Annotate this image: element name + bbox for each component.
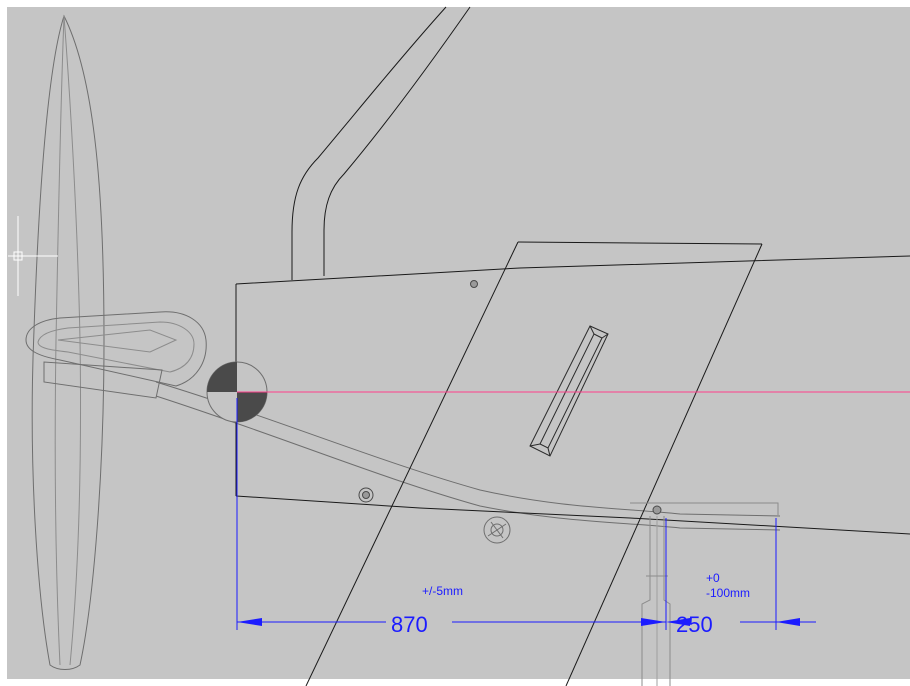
wing-trailing-edge bbox=[565, 243, 763, 686]
fasteners bbox=[358, 280, 662, 515]
tailplane-leading-edge bbox=[54, 15, 65, 666]
pivot-quadrant-lower bbox=[237, 392, 267, 422]
hatch-bevel-4 bbox=[529, 443, 541, 447]
canopy-frame bbox=[291, 6, 471, 280]
screw-lower-left-outer bbox=[358, 487, 374, 503]
hatch-bevel-3 bbox=[547, 447, 551, 457]
tailplane-outline bbox=[31, 14, 105, 670]
boom-root-block bbox=[43, 361, 163, 399]
tail-boom bbox=[43, 361, 781, 531]
fairing-slot bbox=[57, 329, 178, 353]
screw-lower-left-inner bbox=[362, 491, 370, 499]
wing-leading-edge bbox=[305, 241, 519, 686]
tailplane bbox=[31, 14, 105, 670]
arrow-mid-right bbox=[666, 618, 690, 626]
dimension-250-tolerance-minus: -100mm bbox=[706, 586, 750, 600]
fuselage-lower-edge bbox=[235, 495, 910, 535]
arrow-left bbox=[237, 618, 262, 626]
dimension-250-tolerance-plus: +0 bbox=[706, 571, 720, 585]
dimension-870-label: 870 bbox=[391, 612, 428, 637]
wing-root-chord bbox=[517, 241, 763, 245]
fuselage-upper-edge bbox=[235, 255, 910, 285]
boom-lower-edge bbox=[155, 395, 781, 531]
fairing-inner bbox=[37, 321, 195, 373]
wing bbox=[305, 241, 763, 686]
arrow-right bbox=[776, 618, 800, 626]
gear-leg-left bbox=[641, 516, 651, 686]
tow-hook-inner bbox=[490, 523, 504, 537]
dimension-arrows bbox=[237, 618, 800, 626]
hatch-bevel-1 bbox=[589, 325, 595, 335]
gear-leg-right bbox=[663, 516, 671, 686]
fairing-outline bbox=[25, 311, 207, 387]
tow-hook-arrow bbox=[487, 521, 507, 539]
tow-hook bbox=[483, 516, 511, 544]
hatch-bevel-2 bbox=[601, 333, 609, 339]
landing-gear bbox=[641, 516, 671, 686]
drawing-background bbox=[7, 7, 910, 679]
arrow-mid-left bbox=[641, 618, 666, 626]
crosshair-cursor[interactable] bbox=[8, 216, 58, 296]
screw-right bbox=[652, 505, 662, 515]
canopy-inner bbox=[323, 6, 471, 276]
access-hatch bbox=[529, 325, 609, 457]
fin-fairing bbox=[25, 311, 207, 387]
dimension-250-label: 250 bbox=[676, 612, 713, 637]
dimension-870-tolerance: +/-5mm bbox=[422, 584, 463, 598]
dimension-lines bbox=[236, 398, 816, 630]
tailplane-hinge-line bbox=[63, 15, 82, 666]
boom-upper-edge bbox=[155, 381, 781, 517]
canopy-outer bbox=[291, 6, 447, 280]
crosshair-pickbox bbox=[13, 251, 23, 261]
pivot-quadrant-upper bbox=[207, 362, 237, 392]
tow-hook-ring bbox=[483, 516, 511, 544]
reference-extension-grey bbox=[630, 502, 779, 515]
screw-top bbox=[470, 280, 478, 288]
